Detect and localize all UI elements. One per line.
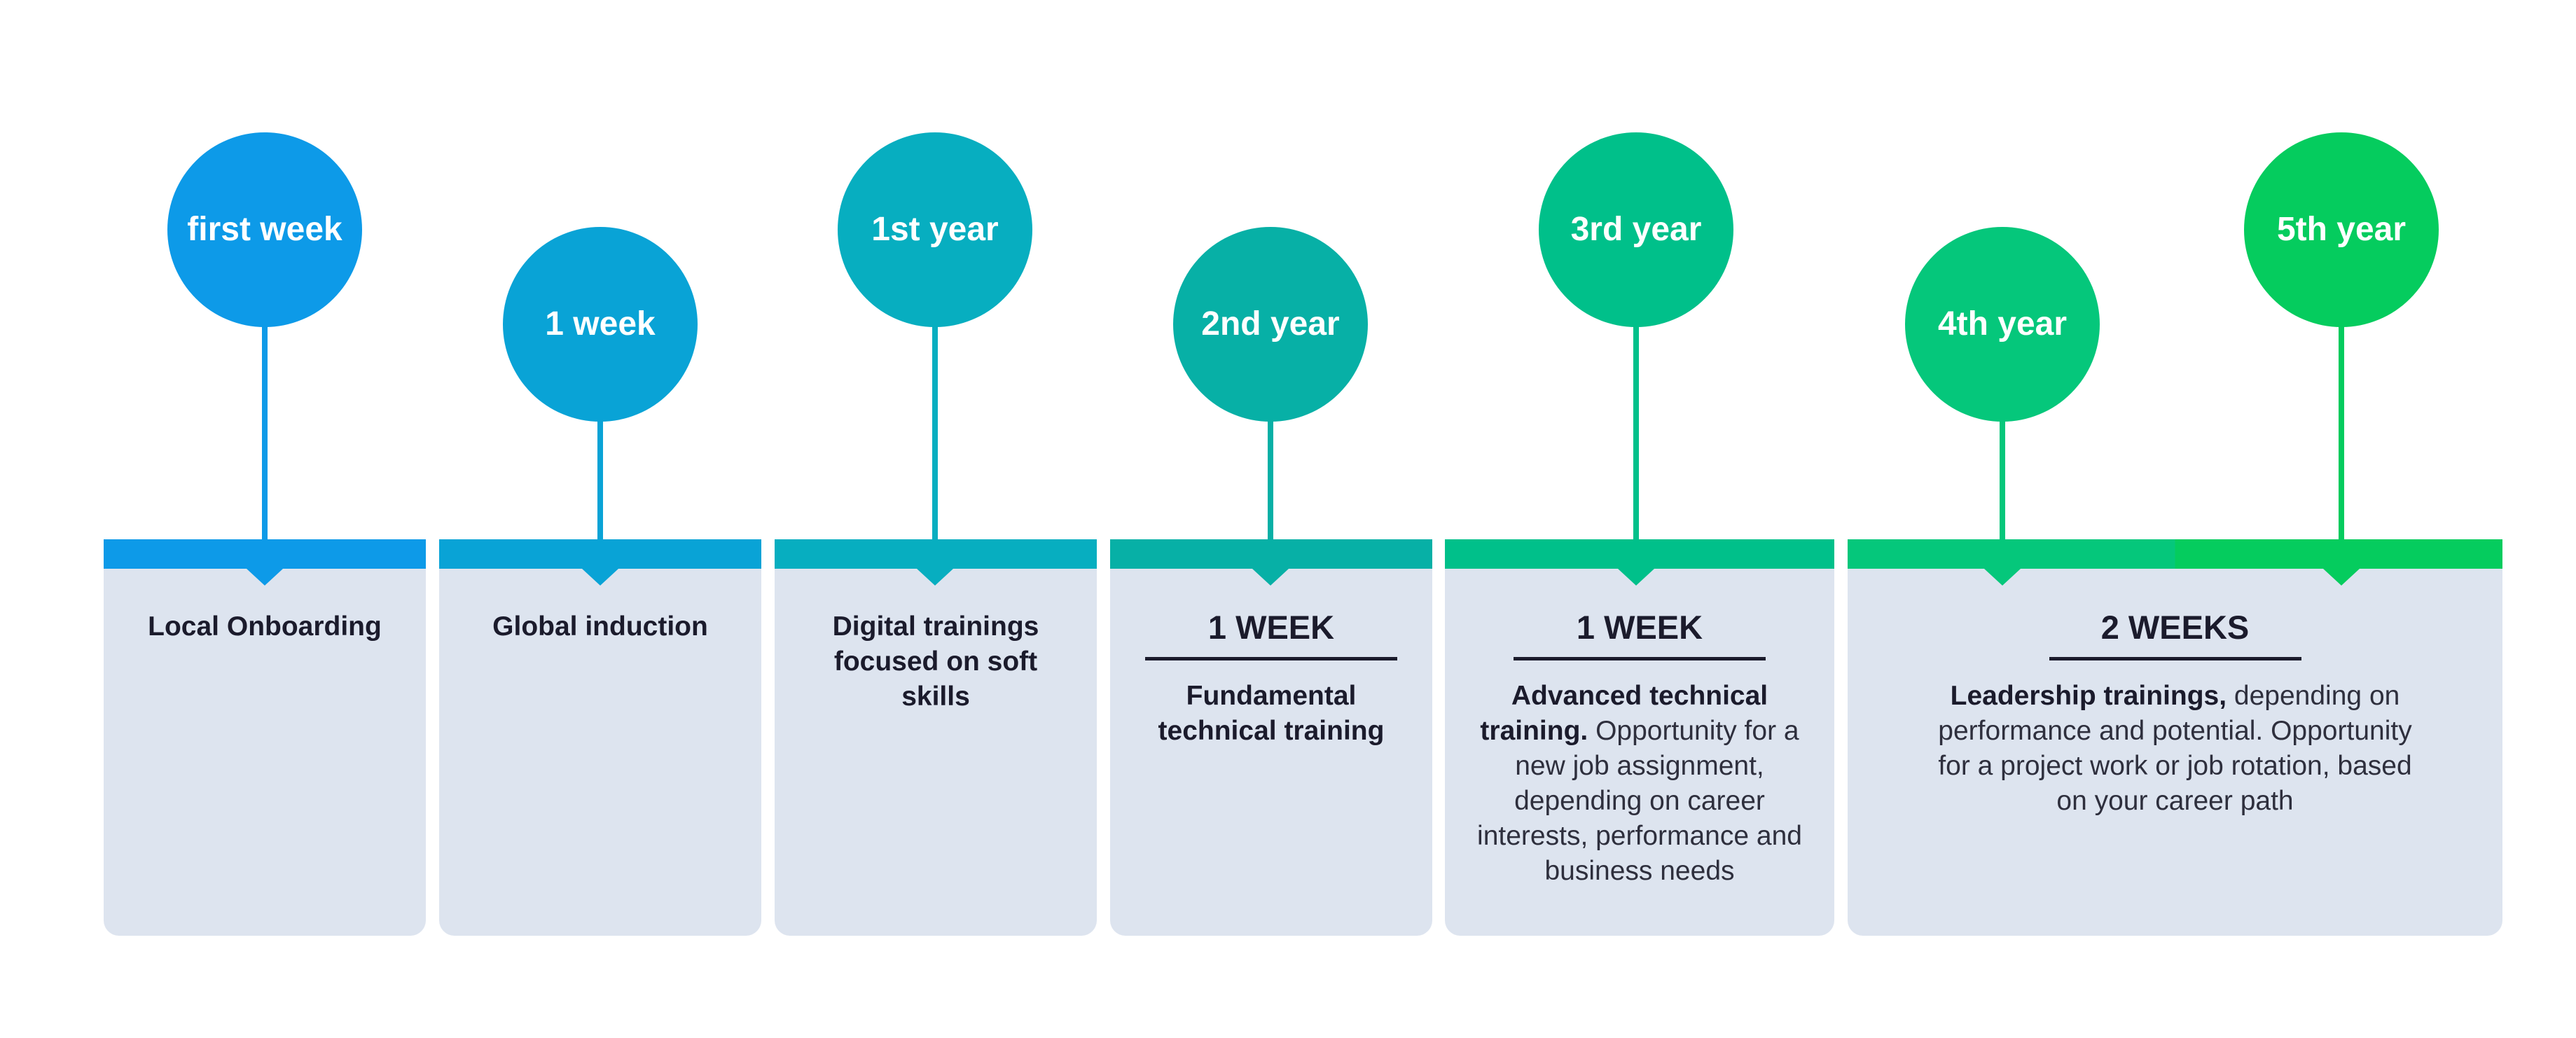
card-title: Local Onboarding <box>148 611 382 642</box>
card-description: depending on performance and potential. … <box>1938 681 2412 816</box>
milestone-card: Digital trainings focused on soft skills <box>775 539 1097 936</box>
milestone-label: first week <box>187 211 342 248</box>
connector-line <box>2000 413 2005 543</box>
milestone-circle-first-week: first week <box>167 132 362 327</box>
pointer-notch <box>1618 569 1654 586</box>
pointer-notch <box>247 569 283 586</box>
duration-label: 2 WEEKS <box>2049 608 2301 660</box>
card-title: Digital trainings focused on soft skills <box>832 611 1039 712</box>
card-header-band <box>104 539 426 569</box>
card-title: Global induction <box>492 611 708 642</box>
milestone-circle-1-week: 1 week <box>503 227 698 422</box>
card-bold-text: Advanced technical training. <box>1480 681 1768 746</box>
card-header-band <box>775 539 1097 569</box>
pointer-notch <box>582 569 618 586</box>
pointer-notch <box>1252 569 1289 586</box>
connector-line <box>2339 315 2344 543</box>
milestone-label: 1 week <box>545 305 656 342</box>
card-header-band <box>439 539 761 569</box>
connector-line <box>932 315 938 543</box>
milestone-circle-3rd-year: 3rd year <box>1539 132 1733 327</box>
milestone-card: 1 WEEK Fundamental technical training <box>1110 539 1432 936</box>
card-content: 1 WEEK Fundamental technical training <box>1124 608 1418 749</box>
card-header-band <box>1848 539 2502 569</box>
milestone-label: 3rd year <box>1570 211 1702 248</box>
milestone-card: Local Onboarding <box>104 539 426 936</box>
duration-label: 1 WEEK <box>1514 608 1766 660</box>
milestone-label: 5th year <box>2276 211 2407 248</box>
card-description: Opportunity for a new job assignment, de… <box>1477 716 1802 886</box>
card-content: 2 WEEKS Leadership trainings, depending … <box>1918 608 2432 819</box>
connector-line <box>597 413 603 543</box>
pointer-notch <box>2323 569 2360 586</box>
card-header-band <box>1110 539 1432 569</box>
milestone-circle-5th-year: 5th year <box>2244 132 2439 327</box>
duration-label: 1 WEEK <box>1145 608 1397 660</box>
milestone-circle-1st-year: 1st year <box>838 132 1032 327</box>
milestone-circle-4th-year: 4th year <box>1905 227 2100 422</box>
pointer-notch <box>917 569 953 586</box>
milestone-label: 2nd year <box>1201 305 1340 342</box>
connector-line <box>1633 315 1639 543</box>
milestone-card-wide: 2 WEEKS Leadership trainings, depending … <box>1848 539 2502 936</box>
card-content: 1 WEEK Advanced technical training. Oppo… <box>1471 608 1808 889</box>
milestone-label: 1st year <box>871 211 999 248</box>
milestone-label: 4th year <box>1937 305 2068 342</box>
milestone-circle-2nd-year: 2nd year <box>1173 227 1368 422</box>
card-header-band <box>1445 539 1834 569</box>
card-bold-text: Leadership trainings, <box>1950 681 2227 711</box>
card-title: Fundamental technical training <box>1158 681 1385 746</box>
connector-line <box>262 315 268 543</box>
milestone-card: Global induction <box>439 539 761 936</box>
connector-line <box>1268 413 1273 543</box>
milestone-card: 1 WEEK Advanced technical training. Oppo… <box>1445 539 1834 936</box>
pointer-notch <box>1984 569 2021 586</box>
